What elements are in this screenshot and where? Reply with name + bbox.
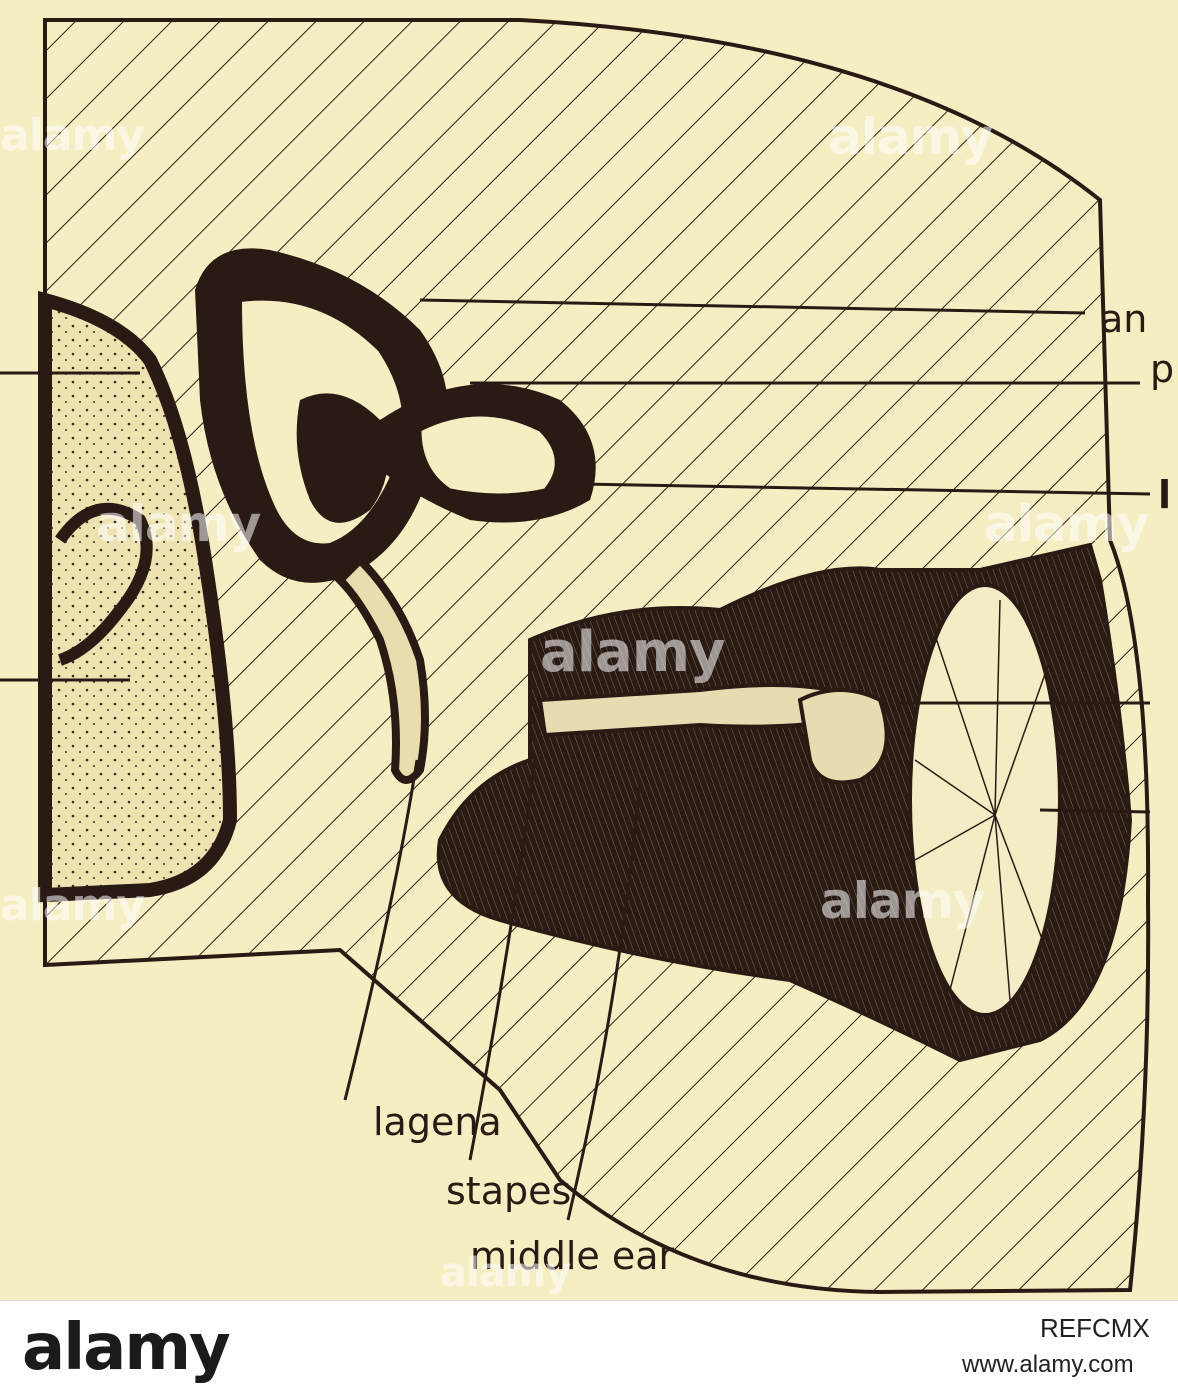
- watermark: alamy: [0, 880, 144, 931]
- ear-diagram: lagena stapes middle ear an p l alamy al…: [0, 0, 1178, 1300]
- horizontal-canal-lumen: [420, 415, 556, 495]
- watermark: alamy: [440, 1250, 570, 1296]
- label-stapes: stapes: [446, 1172, 571, 1210]
- label-lagena: lagena: [373, 1103, 502, 1141]
- watermark: alamy: [828, 108, 992, 166]
- watermark: alamy: [96, 495, 260, 553]
- columella-head: [800, 690, 887, 783]
- footer-bar: alamy REFCMX www.alamy.com: [0, 1300, 1178, 1391]
- watermark: alamy: [984, 495, 1148, 553]
- watermark: alamy: [540, 620, 725, 685]
- alamy-logo: alamy: [22, 1311, 229, 1385]
- image-id: REFCMX: [1040, 1313, 1150, 1344]
- tympanic-membrane: [910, 585, 1060, 1015]
- site-url[interactable]: www.alamy.com: [962, 1351, 1134, 1379]
- watermark: alamy: [0, 110, 144, 161]
- watermark: alamy: [820, 872, 984, 930]
- label-right-1: an: [1100, 300, 1147, 338]
- label-right-3: l: [1158, 476, 1171, 514]
- label-right-2: p: [1150, 350, 1174, 388]
